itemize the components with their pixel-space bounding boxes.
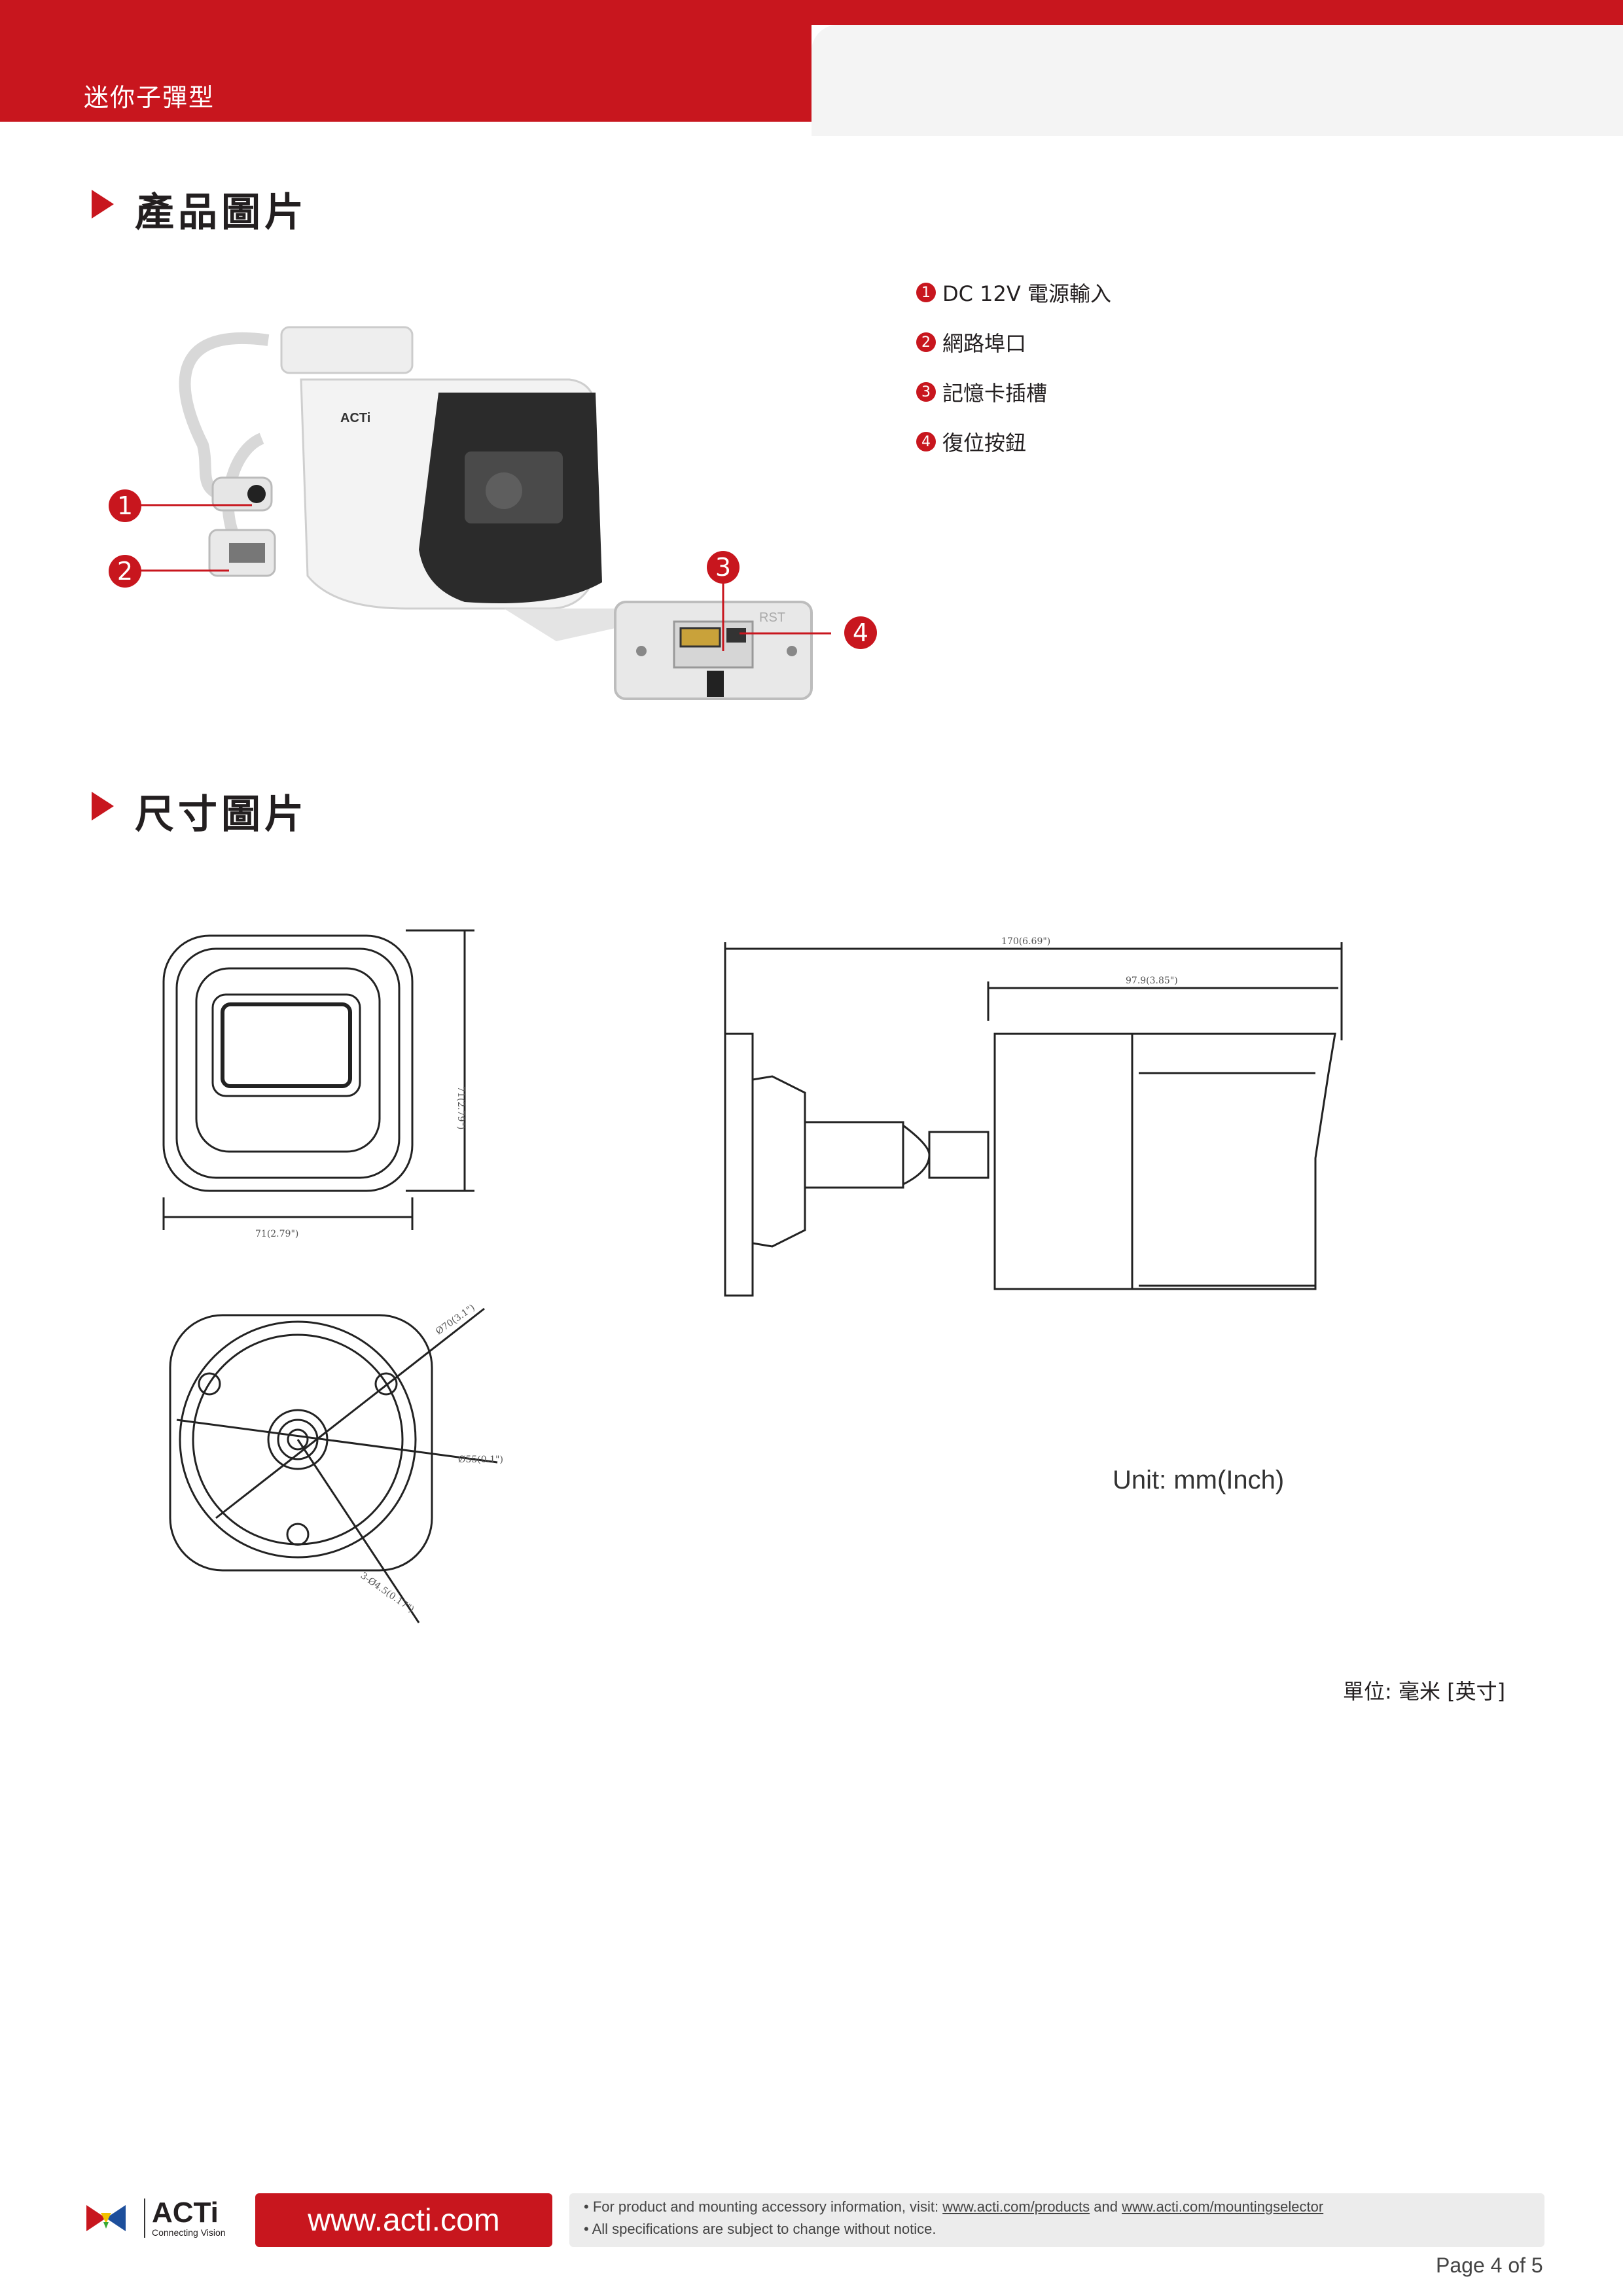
header-strip — [812, 0, 1623, 25]
rst-label: RST — [759, 610, 785, 625]
page-number: Page 4 of 5 — [1436, 2253, 1543, 2277]
callout-2: 2 — [109, 555, 141, 588]
unit-label-zh: 單位: 毫米 [英寸] — [1343, 1679, 1506, 1704]
legend-item: 1 DC 12V 電源輸入 — [916, 277, 1111, 308]
legend-item: 4 復位按鈕 — [916, 427, 1111, 457]
legend-number: 1 — [916, 283, 936, 302]
legend-number: 4 — [916, 432, 936, 451]
section-title-dimensions: 尺寸圖片 — [135, 792, 308, 838]
footer-note-box: • For product and mounting accessory inf… — [569, 2193, 1544, 2247]
footer-logo-tagline: Connecting Vision — [152, 2227, 226, 2238]
section-marker-icon — [92, 190, 114, 219]
legend-label: DC 12V 電源輸入 — [942, 281, 1111, 306]
product-legend: 1 DC 12V 電源輸入 2 網路埠口 3 記憶卡插槽 4 復位按鈕 — [916, 277, 1111, 457]
legend-label: 記憶卡插槽 — [942, 381, 1048, 406]
side-view-drawing: 170(6.69") 97.9(3.85") — [724, 936, 1343, 1297]
side-body-label: 97.9(3.85") — [1126, 976, 1178, 986]
legend-label: 復位按鈕 — [942, 431, 1027, 455]
footer-logo: ACTi Connecting Vision — [86, 2199, 226, 2238]
front-width-label: 71(2.79") — [255, 1229, 298, 1239]
camera-brand-label: ACTi — [340, 411, 370, 425]
legend-number: 2 — [916, 332, 936, 352]
product-photo: ACTi RST — [131, 326, 831, 700]
legend-label: 網路埠口 — [942, 331, 1027, 356]
side-total-label: 170(6.69") — [1001, 936, 1050, 947]
footer-note-line-1: • For product and mounting accessory inf… — [584, 2199, 1323, 2216]
acti-logo-icon — [86, 2205, 126, 2231]
front-view-drawing: 71(2.79") 71(2.79") — [162, 929, 474, 1239]
base-d3-label: 3-Ø4.5(0.17") — [359, 1570, 416, 1615]
footer-note-line-2: • All specifications are subject to chan… — [584, 2221, 936, 2237]
base-d2-label: Ø55(0.1") — [458, 1455, 503, 1465]
callout-3: 3 — [707, 551, 740, 584]
footer-note-prefix: • For product and mounting accessory inf… — [584, 2199, 943, 2215]
callout-4: 4 — [844, 616, 877, 649]
legend-number: 3 — [916, 382, 936, 402]
header-grey-panel — [812, 25, 1623, 136]
products-link[interactable]: www.acti.com/products — [942, 2199, 1090, 2215]
footer-url-link[interactable]: www.acti.com — [255, 2193, 552, 2247]
section-title-product: 產品圖片 — [135, 190, 308, 236]
header-bar — [0, 0, 812, 122]
callout-1: 1 — [109, 489, 141, 522]
legend-item: 2 網路埠口 — [916, 327, 1111, 357]
footer-note-and: and — [1090, 2199, 1122, 2215]
legend-item: 3 記憶卡插槽 — [916, 377, 1111, 407]
footer-logo-text: ACTi — [152, 2197, 219, 2229]
section-marker-icon — [92, 792, 114, 821]
unit-label-en: Unit: mm(Inch) — [1113, 1466, 1285, 1494]
front-height-label: 71(2.79") — [455, 1086, 466, 1129]
header-title: 迷你子彈型 — [84, 83, 215, 112]
cable — [179, 332, 270, 503]
mountingselector-link[interactable]: www.acti.com/mountingselector — [1122, 2199, 1324, 2215]
base-view-drawing: Ø70(3.1") Ø55(0.1") 3-Ø4.5(0.17") — [169, 1303, 503, 1623]
